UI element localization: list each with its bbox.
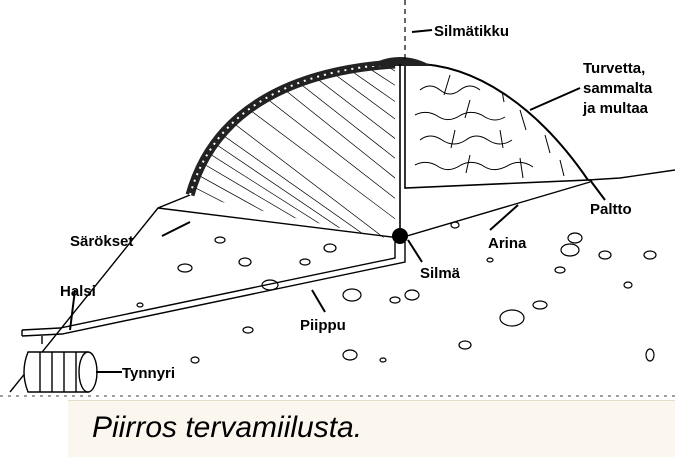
silma-eye [392, 228, 408, 244]
ground [0, 170, 675, 396]
label-tynnyri: Tynnyri [122, 365, 175, 382]
label-halsi: Halsi [60, 283, 96, 300]
label-silma: Silmä [420, 265, 461, 282]
label-turvetta-line1: Turvetta, [583, 60, 645, 77]
label-turvetta-line2: sammalta [583, 80, 653, 97]
tynnyri-barrel [24, 352, 97, 392]
label-paltto: Paltto [590, 201, 632, 218]
caption-box: Piirros tervamiilusta. [68, 400, 675, 457]
figure-caption: Piirros tervamiilusta. [92, 411, 362, 445]
label-turvetta-line3: ja multaa [582, 100, 649, 117]
label-arina: Arina [488, 235, 527, 252]
mound-right-turf [405, 64, 588, 188]
label-silmatikku: Silmätikku [434, 23, 509, 40]
mound-left-wood [180, 56, 410, 262]
label-piippu: Piippu [300, 317, 346, 334]
tar-kiln-diagram: Silmätikku Turvetta, sammalta ja multaa … [0, 0, 675, 400]
label-sarokset: Särökset [70, 233, 133, 250]
